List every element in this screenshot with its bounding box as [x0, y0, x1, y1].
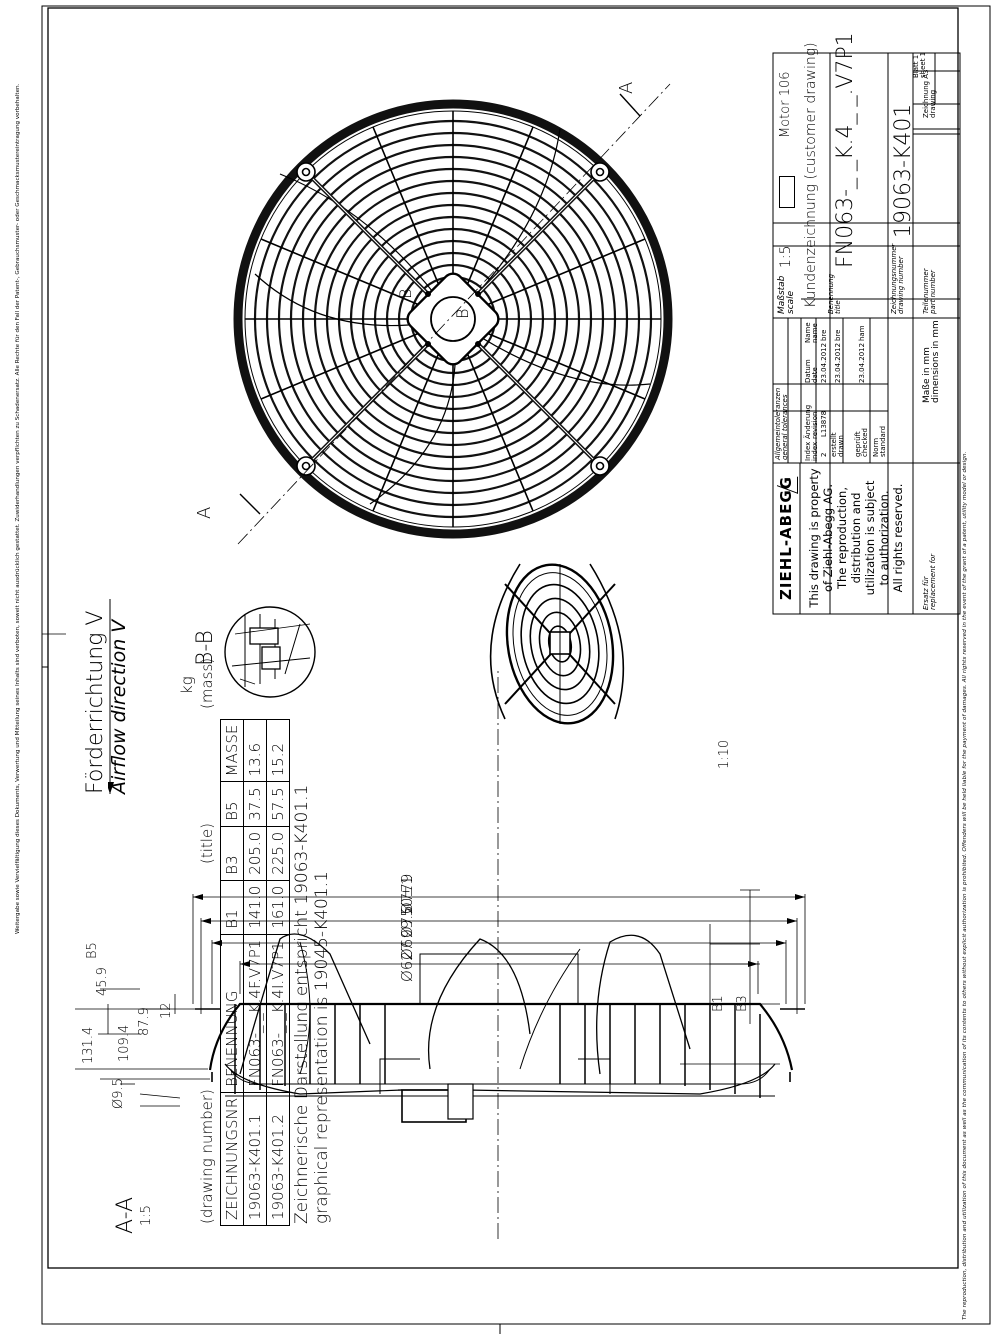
- checked-date: 23.04.2012: [858, 342, 866, 383]
- section-aa-scale: 1:5: [139, 1205, 154, 1226]
- cell: FN063-_ _K.4F.V7P1: [243, 934, 267, 1093]
- cell: 205.0: [243, 826, 267, 881]
- projection-symbol-icon: [779, 176, 795, 208]
- cell: 13.6: [243, 719, 267, 782]
- table-row: 19063-K401.1 FN063-_ _K.4F.V7P1 141.0 20…: [243, 719, 267, 1226]
- property-text: This drawing is property of Ziehl-Abegg …: [807, 468, 905, 608]
- dim-95: Ø9.5: [111, 1078, 126, 1109]
- cell: 15.2: [266, 719, 290, 782]
- dim-b5: B5: [85, 942, 100, 959]
- variant-table: ZEICHNUNGSNR BENENNUNG B1 B3 B5 MASSE 19…: [220, 719, 290, 1226]
- table-note-en: graphical representation is 19045-K401.1: [312, 871, 332, 1224]
- dim-627: Ø627: [398, 941, 416, 982]
- dim-879: 87.9: [137, 1007, 152, 1036]
- rev-date: 23.04.2012: [820, 342, 828, 383]
- cell: 141.0: [243, 880, 267, 935]
- cut-label-a2: A: [616, 81, 637, 94]
- ziehl-abegg-logo: ZIEHL-ABEGG: [777, 476, 795, 600]
- airflow-arrow-icon: [108, 599, 114, 794]
- th-b5: B5: [220, 781, 244, 827]
- airflow-de: Förderrichtung V: [83, 610, 108, 795]
- th-masse: MASSE: [220, 719, 244, 782]
- motor-label: Motor 106: [778, 71, 793, 138]
- dim-b3: B3: [735, 995, 750, 1012]
- table-top-mid: (title): [198, 822, 216, 864]
- fan-top-view: [233, 83, 673, 545]
- detail-label-b1: B: [396, 288, 415, 299]
- th-b3: B3: [220, 826, 244, 881]
- dim-459: 45.9: [95, 967, 110, 996]
- cell: 161.0: [266, 880, 290, 935]
- detail-label-b2: B: [453, 308, 472, 319]
- section-aa-label: A-A: [113, 1196, 138, 1234]
- table-top-left: (drawing number): [198, 1089, 216, 1224]
- table-top-unit: kg: [178, 676, 196, 694]
- title-value: FN063-_ _K.4_ _.V7P1: [833, 32, 858, 268]
- cell: 37.5: [243, 781, 267, 827]
- cell: 225.0: [266, 826, 290, 881]
- table-header-row: ZEICHNUNGSNR BENENNUNG B1 B3 B5 MASSE: [220, 719, 244, 1226]
- rev-index: 2: [820, 452, 828, 457]
- table-row: 19063-K401.2 FN063-_ _K.4I.V7P1 161.0 22…: [266, 719, 290, 1226]
- dim-1314: 131.4: [81, 1026, 96, 1064]
- dim-12: 12: [159, 1002, 174, 1019]
- th-zeichnungsnr: ZEICHNUNGSNR: [220, 1092, 244, 1226]
- rev-name: bre: [820, 329, 828, 341]
- scale-value: 1:5: [778, 245, 794, 268]
- checked-name: ham: [858, 325, 866, 341]
- cell: FN063-_ _K.4I.V7P1: [266, 934, 290, 1093]
- rev-change: L13878: [820, 410, 828, 437]
- drawing-type: Kundenzeichnung (customer drawing): [803, 42, 819, 308]
- th-benennung: BENENNUNG: [220, 934, 244, 1093]
- fan-section-view: [75, 669, 806, 1239]
- dim-1094: 109.4: [117, 1024, 132, 1062]
- dim-b1: B1: [711, 995, 726, 1012]
- fan-isometric-view: [489, 563, 625, 725]
- cell: 19063-K401.1: [243, 1092, 267, 1226]
- detail-bb-view: [224, 606, 316, 698]
- th-b1: B1: [220, 880, 244, 935]
- table-top-right: (mass): [198, 657, 216, 709]
- drawn-name: bre: [834, 329, 842, 341]
- cut-label-a1: A: [194, 506, 215, 519]
- drawing-number-value: 19063-K401: [891, 103, 916, 238]
- property-block: ZIEHL-ABEGG This drawing is property of …: [773, 463, 960, 614]
- table-note-de: Zeichnerische Darstellung entspricht 190…: [292, 784, 312, 1224]
- drawn-date: 23.04.2012: [834, 342, 842, 383]
- cell: 19063-K401.2: [266, 1092, 290, 1226]
- cell: 57.5: [266, 781, 290, 827]
- iso-scale: 1:10: [717, 739, 732, 769]
